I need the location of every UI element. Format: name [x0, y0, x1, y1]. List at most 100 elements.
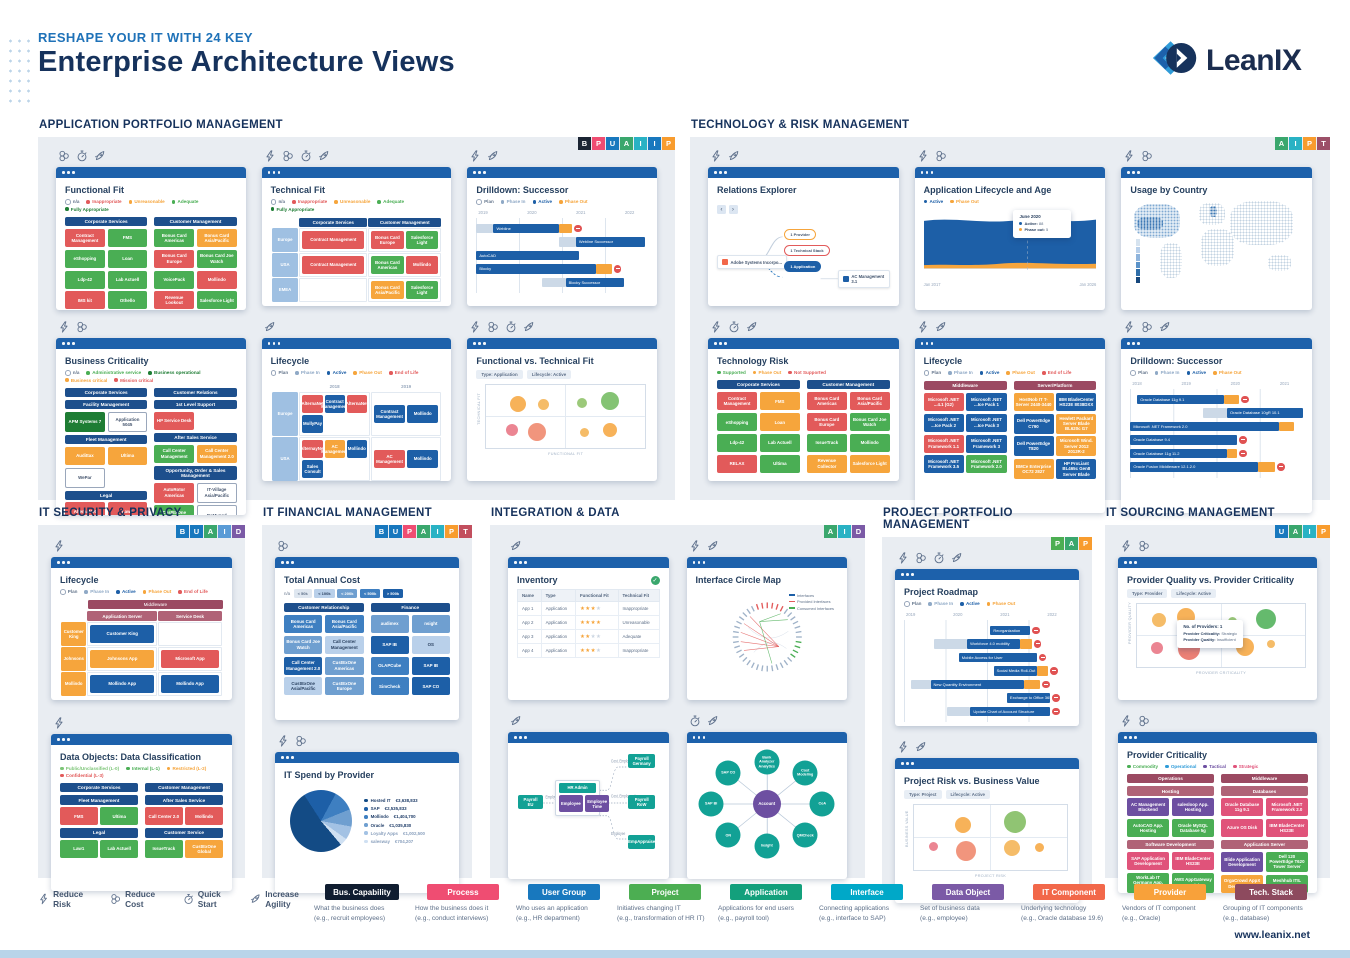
- poster-title: Enterprise Architecture Views: [38, 46, 455, 78]
- subgroup-header: Customer Service: [145, 828, 223, 838]
- website-url[interactable]: www.leanix.net: [1234, 929, 1310, 941]
- quick-start-icon: [728, 320, 740, 333]
- type-badge-u: U: [190, 525, 203, 538]
- window-titlebar: [708, 338, 899, 349]
- type-badge-p: P: [445, 525, 458, 538]
- legend-item: Phase Out: [986, 601, 1015, 606]
- filter-chip: Lifecycle: Active: [526, 370, 572, 379]
- increase-agility-icon: [523, 320, 535, 333]
- type-badge-p: P: [1079, 537, 1092, 550]
- quick-start-icon: [505, 320, 517, 333]
- type-badge-b: B: [375, 525, 388, 538]
- reduce-risk-icon: [469, 320, 481, 333]
- factsheet-description: How the business does it(e.g., conduct i…: [415, 905, 489, 922]
- legend-item: Active: [532, 199, 552, 204]
- gantt-bar: AutoCAD: [476, 250, 580, 261]
- factsheet-tile: FMS: [60, 807, 98, 826]
- legend-item: Administrative service: [86, 370, 141, 375]
- increase-agility-icon: [94, 149, 106, 162]
- bubble: [603, 423, 618, 438]
- factsheet-tile: FMS: [759, 392, 800, 411]
- legend-item: Phase Out: [353, 370, 382, 375]
- factsheet-tile: WePar: [65, 467, 105, 488]
- window-titlebar: [56, 338, 246, 349]
- factsheet-tile: Loan: [759, 413, 800, 432]
- reduce-risk-icon: [277, 734, 289, 747]
- reduce-cost-icon: [1141, 149, 1153, 162]
- type-badge-a: A: [620, 137, 633, 150]
- factsheet-description: Who uses an application(e.g., HR departm…: [516, 905, 588, 922]
- next-button[interactable]: ›: [728, 205, 738, 214]
- section-title: INTEGRATION & DATA: [491, 507, 620, 519]
- factsheet-tile: Salesforce Light: [849, 454, 890, 473]
- legend-item: Mission critical: [114, 378, 153, 383]
- relation-chip: 1 Provider: [784, 229, 816, 241]
- gantt-bar: New Quantity Environment: [930, 679, 1024, 690]
- increase-agility-icon: [951, 551, 963, 564]
- type-badge-p: P: [662, 137, 675, 150]
- reduce-cost-icon: [935, 149, 947, 162]
- factsheet-tile: IBM BladeCenter HS23E 8038DXX: [1056, 392, 1097, 411]
- pie-legend-item: Loyalty Apps€1,002,500: [364, 831, 425, 836]
- reduce-risk-icon: [917, 320, 929, 333]
- mini-window: Provider Quality vs. Provider Criticalit…: [1118, 557, 1317, 700]
- factsheet-tile: Microsoft .NET Framework 1.1: [923, 434, 964, 453]
- factsheet-tile: Mollindo: [185, 807, 223, 826]
- legend-item: Phase Out: [1213, 370, 1242, 375]
- matrix-row-label: USA: [271, 252, 299, 277]
- increase-agility-icon: [915, 740, 927, 753]
- benefit-icons: [510, 539, 669, 552]
- factsheet-tile: Bonus Card Europe: [371, 230, 404, 249]
- gantt-bar: Oracle Database 11g 11.2: [1130, 448, 1228, 459]
- benefit-icons: [897, 551, 1079, 564]
- mini-window: Usage by Country: [1121, 167, 1312, 310]
- factsheet-tile: Mollindo App: [90, 674, 155, 693]
- section-title: PROJECT PORTFOLIO MANAGEMENT: [883, 507, 1013, 531]
- relations-nav: ‹›: [717, 198, 890, 216]
- factsheet-tile: HostNob IT T-Server 2440-3440: [1013, 392, 1054, 411]
- bubble: [956, 840, 977, 861]
- window-title: Project Risk vs. Business Value: [904, 776, 1040, 786]
- matrix-column-header: Application Server: [87, 611, 158, 621]
- gantt-bar: Blocky: [476, 264, 597, 274]
- legend-item: Phase Out: [142, 589, 171, 594]
- window-titlebar: [467, 167, 657, 178]
- filter-chip: Type: Provider: [1127, 589, 1168, 598]
- factsheet-tile: Microsoft .NET Framework 3.5: [923, 455, 964, 474]
- y-axis-label: TECHNICAL FIT: [477, 393, 482, 426]
- factsheet-tile: Sales Consult: [302, 459, 323, 478]
- window-title: Functional vs. Technical Fit: [476, 356, 594, 366]
- benefit-icons: [264, 149, 452, 162]
- poster-eyebrow: RESHAPE YOUR IT WITH 24 KEY: [38, 30, 253, 45]
- window-titlebar: [1121, 167, 1312, 178]
- benefit-icons: [53, 539, 232, 552]
- legend-item: Fully Appropriate: [270, 207, 314, 212]
- factsheet-tile: Oracle MySQL Database 5g: [1171, 819, 1214, 838]
- flow-node: Payroll RoW: [628, 794, 656, 809]
- group-header: Corporate Services: [65, 387, 148, 397]
- gantt-bar: Update Chart of Account Structure: [970, 706, 1051, 717]
- increase-agility-icon: [707, 714, 719, 727]
- svg-text:Employee: Employee: [546, 794, 561, 800]
- prev-button[interactable]: ‹: [717, 205, 726, 214]
- bubble: [1003, 839, 1020, 856]
- subgroup-header: Hosting: [1127, 786, 1214, 796]
- benefit-icons: [1123, 149, 1312, 162]
- type-badge-i: I: [648, 137, 661, 150]
- section-title: IT SECURITY & PRIVACY: [39, 507, 182, 519]
